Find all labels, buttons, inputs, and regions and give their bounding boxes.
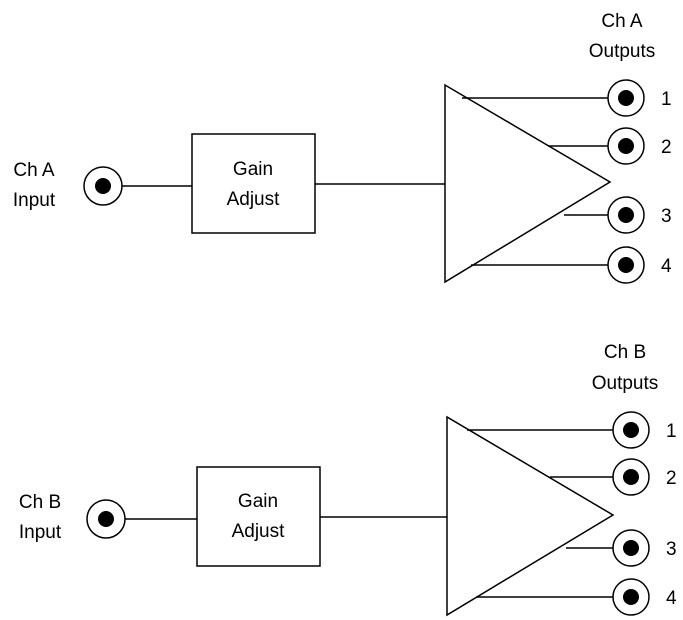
channel-a-block: Ch A Outputs Ch A Input Gain Adjust xyxy=(13,11,672,284)
channel-a-gain-adjust-block[interactable]: Gain Adjust xyxy=(191,133,316,234)
channel-b-gain-adjust-block[interactable]: Gain Adjust xyxy=(196,466,321,567)
channel-a-output-jack-4-icon[interactable] xyxy=(607,246,645,284)
channel-b-input-jack-icon[interactable] xyxy=(86,499,126,539)
channel-b-output-jack-2-icon[interactable] xyxy=(612,458,650,496)
channel-b-input-label-line2: Input xyxy=(19,522,62,543)
channel-a-output-jack-3-icon[interactable] xyxy=(607,196,645,234)
channel-a-input-label-line2: Input xyxy=(13,190,56,211)
channel-a-output-jack-2-icon[interactable] xyxy=(607,127,645,165)
channel-a-outputs-label-line2: Outputs xyxy=(589,41,656,62)
channel-b-block: Ch B Outputs Ch B Input Gain Adjust xyxy=(19,342,677,617)
channel-a-output-number-2: 2 xyxy=(661,137,672,158)
channel-b-output-jack-1-icon[interactable] xyxy=(612,411,650,449)
channel-b-distribution-amp-icon xyxy=(446,415,615,617)
channel-b-outputs-label-line1: Ch B xyxy=(604,342,646,363)
channel-a-output-jack-1-icon[interactable] xyxy=(607,79,645,117)
channel-b-output-number-3: 3 xyxy=(666,539,677,560)
channel-a-output-number-3: 3 xyxy=(661,206,672,227)
channel-b-outputs-label-line2: Outputs xyxy=(592,373,659,394)
channel-a-output-number-1: 1 xyxy=(661,89,672,110)
channel-a-input-label-line1: Ch A xyxy=(13,160,55,181)
channel-a-outputs-label-line1: Ch A xyxy=(601,11,643,32)
channel-b-input-label-line1: Ch B xyxy=(19,492,61,513)
channel-b-output-jack-4-icon[interactable] xyxy=(612,578,650,616)
channel-b-output-number-1: 1 xyxy=(666,421,677,442)
channel-a-input-jack-icon[interactable] xyxy=(83,166,123,206)
channel-a-output-number-4: 4 xyxy=(661,256,672,277)
channel-b-output-number-4: 4 xyxy=(666,588,677,609)
channel-a-distribution-amp-icon xyxy=(444,83,612,284)
channel-a-gain-label-line2: Adjust xyxy=(227,189,281,210)
channel-b-output-jack-3-icon[interactable] xyxy=(612,529,650,567)
channel-a-gain-label-line1: Gain xyxy=(233,159,273,180)
channel-b-gain-label-line2: Adjust xyxy=(232,521,286,542)
channel-b-output-number-2: 2 xyxy=(666,468,677,489)
channel-b-gain-label-line1: Gain xyxy=(238,491,278,512)
